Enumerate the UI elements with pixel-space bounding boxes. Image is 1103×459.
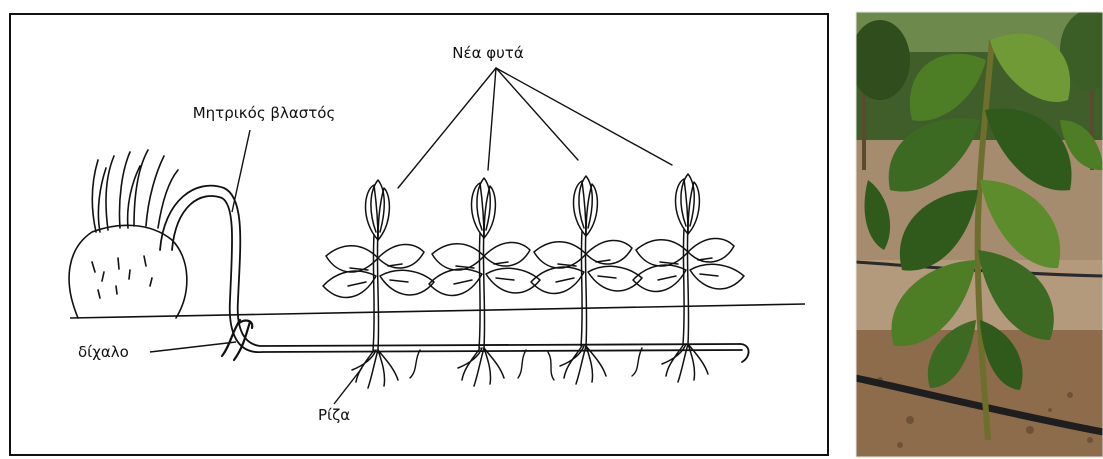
label-new-plants: Νέα φυτά [452,44,524,62]
label-mother-shoot: Μητρικός βλαστός [193,104,336,122]
label-fork: δίχαλο [78,343,129,361]
tree-photo [850,10,1103,457]
label-root: Ρίζα [318,406,350,424]
diagram-frame [10,14,828,455]
